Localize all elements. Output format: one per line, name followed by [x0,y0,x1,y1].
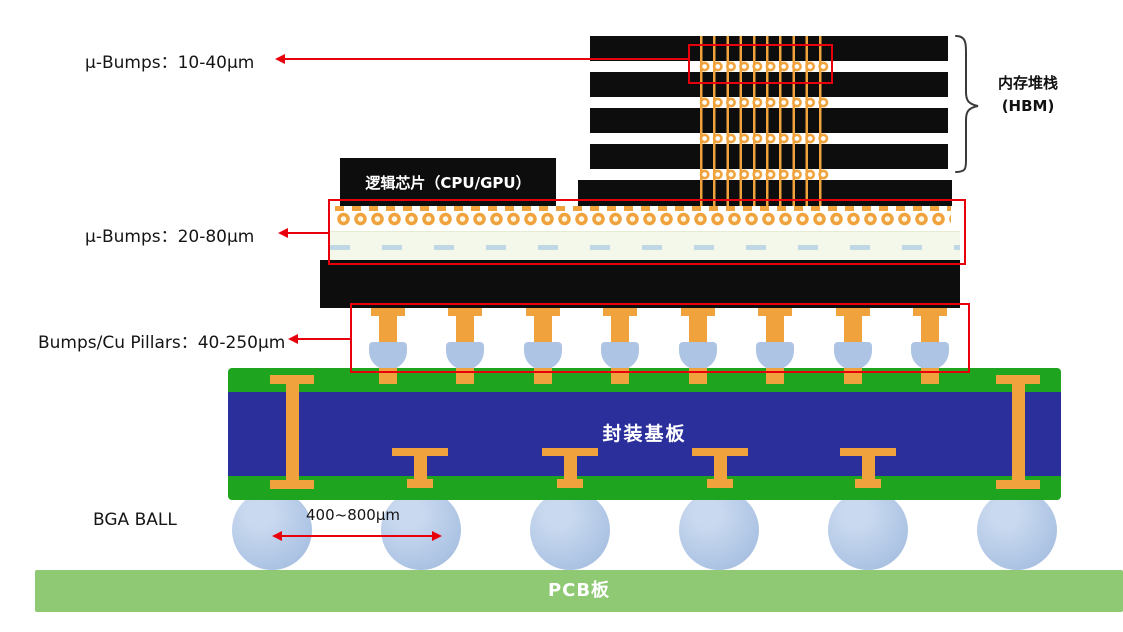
hbm-stack-label-line1: 内存堆栈 [997,74,1058,92]
arrowhead-icon [278,228,288,238]
substrate-through-via [996,375,1040,489]
highlight-box-cu-pillars [350,303,970,373]
hbm-brace [955,35,979,173]
label-bga-ball: BGA BALL [93,510,177,530]
bga-ball [232,490,312,570]
hbm-stack-label: 内存堆栈 (HBM) [978,72,1078,118]
bga-ball [828,490,908,570]
cu-pillar [911,308,949,386]
cu-pillar [524,308,562,386]
underfill-layer [330,231,960,261]
bga-ball [381,490,461,570]
logic-chip-label: 逻辑芯片（CPU/GPU） [365,173,531,192]
arrowhead-icon [275,54,285,64]
bga-ball [679,490,759,570]
micro-bump-row-hbm [698,169,830,180]
arrowhead-icon [272,531,282,541]
arrowhead-icon [432,531,442,541]
hbm-stack-label-line2: (HBM) [1001,97,1055,115]
highlight-box-ubumps-mid [328,199,966,265]
label-cu-pillars: Bumps/Cu Pillars：40-250μm [38,333,286,353]
bga-ball [530,490,610,570]
micro-bump-row-hbm [698,61,830,72]
arrowhead-icon [288,334,298,344]
cu-pillar [834,308,872,386]
substrate-through-via [270,375,314,489]
cu-pillar [756,308,794,386]
substrate-label: 封装基板 [602,423,687,445]
micro-bump-row-hbm [698,133,830,144]
label-ubumps-top: μ-Bumps：10-40μm [85,53,255,73]
substrate-via [840,448,896,488]
pcb-label: PCB板 [547,580,611,601]
cu-pillar [369,308,407,386]
highlight-box-ubumps-top [688,44,833,84]
substrate-core [228,392,1061,476]
micro-bump-row-hbm [698,97,830,108]
logic-chip: 逻辑芯片（CPU/GPU） [340,158,556,206]
label-ubumps-mid: μ-Bumps：20-80μm [85,227,255,247]
substrate-via [392,448,448,488]
substrate-via [692,448,748,488]
substrate-via [542,448,598,488]
cu-pillar [601,308,639,386]
interposer [320,260,960,308]
micro-bump-row-interposer [335,206,951,231]
bga-ball [977,490,1057,570]
cu-pillar [446,308,484,386]
label-bga-size: 400~800μm [306,506,400,524]
pcb-board: PCB板 [35,570,1123,612]
